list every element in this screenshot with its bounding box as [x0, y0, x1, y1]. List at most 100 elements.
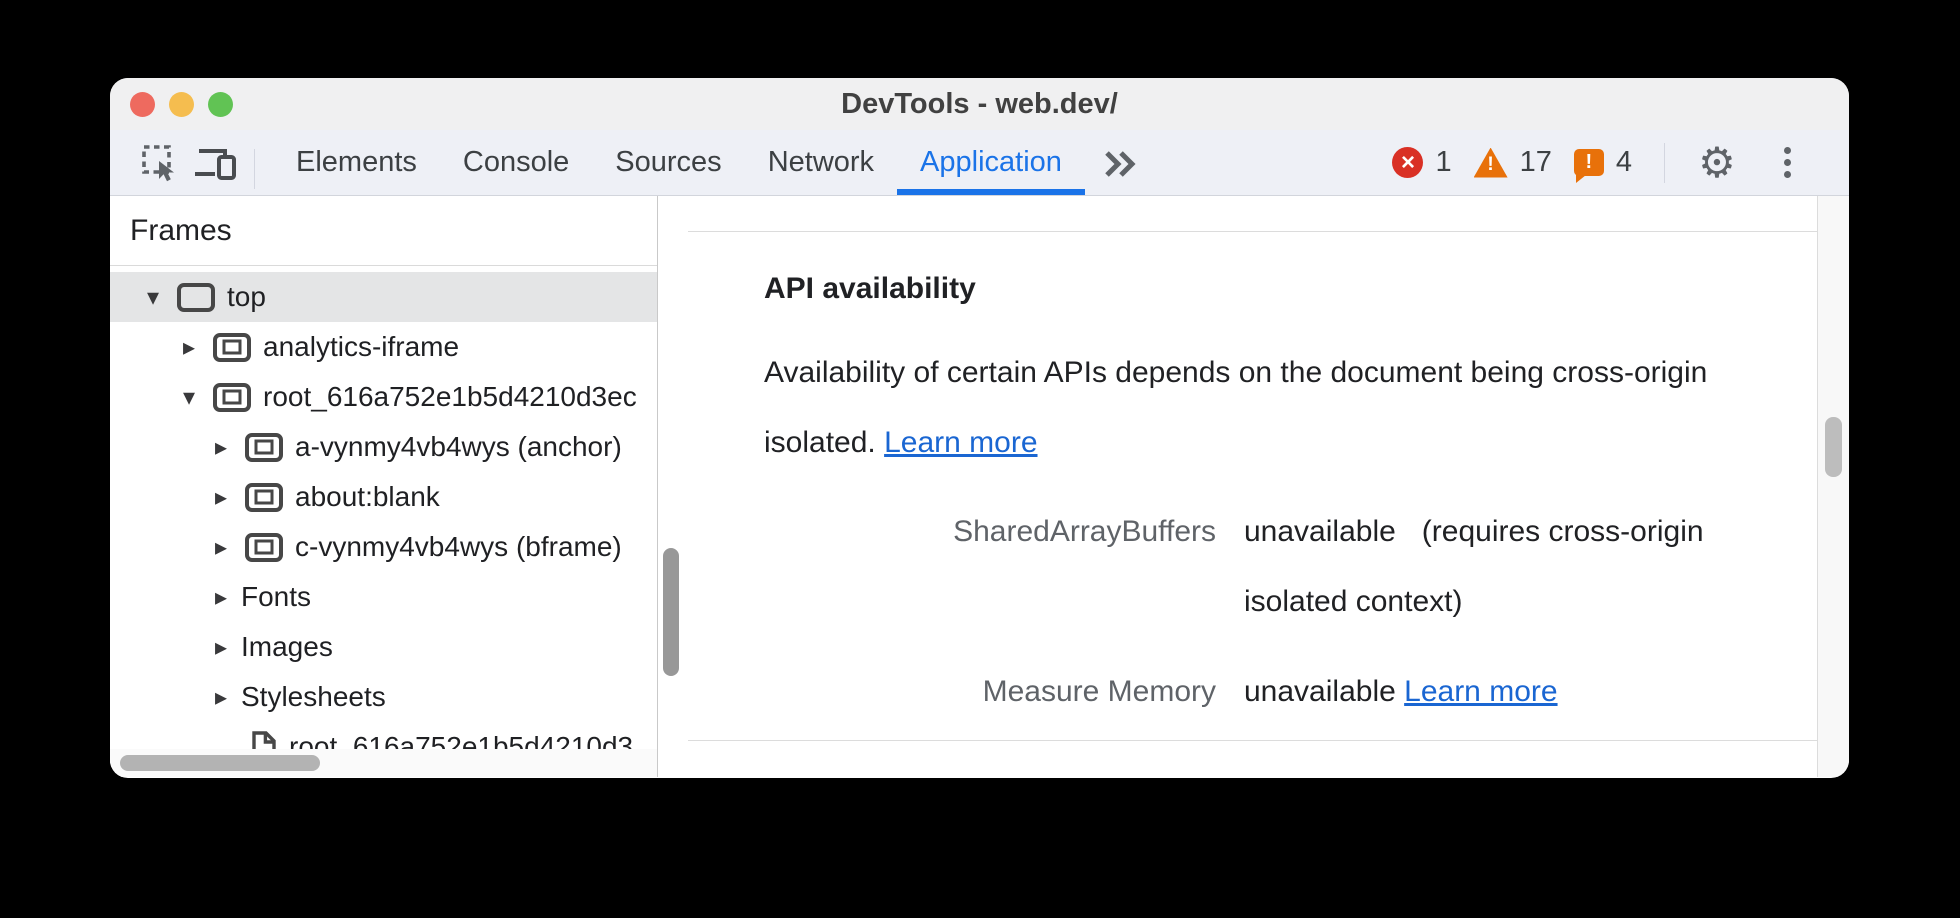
console-errors-badge[interactable]: × 1 — [1392, 146, 1452, 179]
main-scrollbar-gutter — [1817, 196, 1849, 777]
frame-icon — [177, 282, 215, 312]
issues-count: 4 — [1615, 146, 1632, 178]
traffic-lights — [130, 78, 233, 130]
settings-button[interactable]: ⚙ — [1689, 137, 1745, 189]
tree-item-label: root_616a752e1b5d4210d3 — [289, 731, 634, 750]
toolbar-left — [110, 130, 265, 195]
issues-badge[interactable]: ! 4 — [1573, 146, 1632, 183]
row-value: unavailable Learn more — [1244, 657, 1714, 727]
tab-elements[interactable]: Elements — [296, 146, 417, 178]
report-row: Measure Memory unavailable Learn more — [764, 657, 1757, 727]
panel-tabs: Elements Console Sources Network Application — [273, 130, 1085, 195]
window-title: DevTools - web.dev/ — [841, 87, 1118, 120]
tree-item-a-vynmy4vb4wys-anchor-[interactable]: ▸ a-vynmy4vb4wys (anchor) — [110, 422, 657, 472]
tree-item-label: analytics-iframe — [263, 331, 460, 362]
tree-item-label: about:blank — [295, 481, 440, 512]
section-description: Availability of certain APIs depends on … — [764, 338, 1757, 478]
iframe-icon — [213, 332, 251, 362]
sidebar-vertical-scrollbar-thumb[interactable] — [663, 548, 679, 676]
learn-more-link[interactable]: Learn more — [884, 426, 1038, 459]
iframe-icon — [245, 432, 283, 462]
expander-down-icon[interactable]: ▾ — [183, 383, 196, 411]
more-tabs-button[interactable] — [1085, 130, 1155, 195]
description-text-line2: isolated. — [764, 426, 876, 459]
zoom-button[interactable] — [208, 91, 233, 117]
expander-right-icon[interactable]: ▸ — [215, 683, 228, 711]
tree-item-c-vynmy4vb4wys-bframe-[interactable]: ▸ c-vynmy4vb4wys (bframe) — [110, 522, 657, 572]
expander-right-icon[interactable]: ▸ — [215, 433, 228, 461]
section-divider — [688, 740, 1817, 741]
more-options-button[interactable] — [1759, 137, 1815, 189]
tab-network[interactable]: Network — [767, 146, 875, 178]
kebab-menu-icon — [1776, 147, 1799, 178]
device-toolbar-icon — [193, 143, 239, 183]
minimize-button[interactable] — [169, 91, 194, 117]
devtools-content: Frames ▾ top ▸ analytics-iframe ▾ root_616a75… — [110, 196, 1849, 777]
tree-item-label: Images — [241, 631, 333, 662]
expander-down-icon[interactable]: ▾ — [147, 283, 160, 311]
tree-item-images[interactable]: ▸ Images — [110, 622, 657, 672]
tree-item-label: Stylesheets — [241, 681, 386, 712]
warning-icon: ! — [1473, 147, 1508, 178]
devtools-window: DevTools - web.dev/ — [110, 78, 1849, 778]
sidebar-scrollbar-gutter — [658, 196, 688, 777]
row-value: unavailable(requires cross-origin isolat… — [1244, 497, 1714, 637]
report-row: SharedArrayBuffers unavailable(requires c… — [764, 497, 1757, 637]
row-key: SharedArrayBuffers — [953, 515, 1216, 548]
learn-more-link[interactable]: Learn more — [1404, 675, 1558, 708]
tab-sources[interactable]: Sources — [615, 146, 722, 178]
iframe-icon — [213, 382, 251, 412]
expander-right-icon[interactable]: ▸ — [183, 333, 196, 361]
tree-item-about-blank[interactable]: ▸ about:blank — [110, 472, 657, 522]
section-title: API availability — [764, 272, 976, 305]
devtools-toolbar: Elements Console Sources Network Application… — [110, 130, 1849, 196]
row-note: (requires cross-origin isolated context) — [1244, 515, 1704, 618]
tree-item-stylesheets[interactable]: ▸ Stylesheets — [110, 672, 657, 722]
row-status: unavailable — [1244, 515, 1396, 548]
application-sidebar: Frames ▾ top ▸ analytics-iframe ▾ root_616a75… — [110, 196, 658, 777]
toolbar-separator — [254, 149, 255, 189]
tree-item-root-616a752e1b5d4210d3[interactable]: root_616a752e1b5d4210d3 — [110, 722, 657, 750]
frames-section-header[interactable]: Frames — [110, 196, 657, 266]
tab-console[interactable]: Console — [462, 146, 570, 178]
tree-item-label: a-vynmy4vb4wys (anchor) — [295, 431, 622, 462]
device-toolbar-button[interactable] — [188, 137, 244, 189]
tree-item-root-616a752e1b5d4210d3ec[interactable]: ▾ root_616a752e1b5d4210d3ec — [110, 372, 657, 422]
expander-right-icon[interactable]: ▸ — [215, 583, 228, 611]
toolbar-separator — [1664, 142, 1665, 183]
error-icon: × — [1392, 147, 1424, 178]
error-count: 1 — [1435, 146, 1452, 178]
tree-item-top[interactable]: ▾ top — [110, 272, 657, 322]
frame-details-panel: API availability Availability of certain… — [688, 196, 1817, 777]
tree-item-label: Fonts — [241, 581, 312, 612]
frames-tree: ▾ top ▸ analytics-iframe ▾ root_616a752e1b5d4… — [110, 266, 657, 750]
previous-section-edge — [688, 196, 1817, 232]
console-warnings-badge[interactable]: ! 17 — [1473, 146, 1552, 179]
expander-right-icon[interactable]: ▸ — [215, 533, 228, 561]
expander-right-icon[interactable]: ▸ — [215, 483, 228, 511]
tab-application[interactable]: Application — [897, 130, 1085, 195]
horizontal-scrollbar-thumb[interactable] — [120, 755, 320, 771]
titlebar: DevTools - web.dev/ — [110, 78, 1849, 130]
iframe-icon — [245, 482, 283, 512]
tree-item-label: root_616a752e1b5d4210d3ec — [263, 381, 637, 412]
file-icon — [251, 730, 277, 750]
main-vertical-scrollbar-thumb[interactable] — [1825, 417, 1842, 477]
warning-count: 17 — [1519, 146, 1552, 178]
row-key: Measure Memory — [982, 675, 1216, 708]
tree-item-fonts[interactable]: ▸ Fonts — [110, 572, 657, 622]
inspect-element-button[interactable] — [132, 137, 188, 189]
close-button[interactable] — [130, 91, 155, 117]
issues-icon: ! — [1573, 149, 1604, 183]
tree-item-label: c-vynmy4vb4wys (bframe) — [295, 531, 622, 562]
iframe-icon — [245, 532, 283, 562]
tree-item-analytics-iframe[interactable]: ▸ analytics-iframe — [110, 322, 657, 372]
toolbar-right: × 1 ! 17 ! 4 ⚙ — [1392, 130, 1849, 195]
expander-right-icon[interactable]: ▸ — [215, 633, 228, 661]
sidebar-horizontal-scrollbar[interactable] — [110, 749, 657, 777]
tree-item-label: top — [227, 281, 266, 312]
settings-gear-icon: ⚙ — [1698, 138, 1736, 186]
row-status: unavailable — [1244, 675, 1396, 708]
inspect-icon — [140, 143, 180, 183]
